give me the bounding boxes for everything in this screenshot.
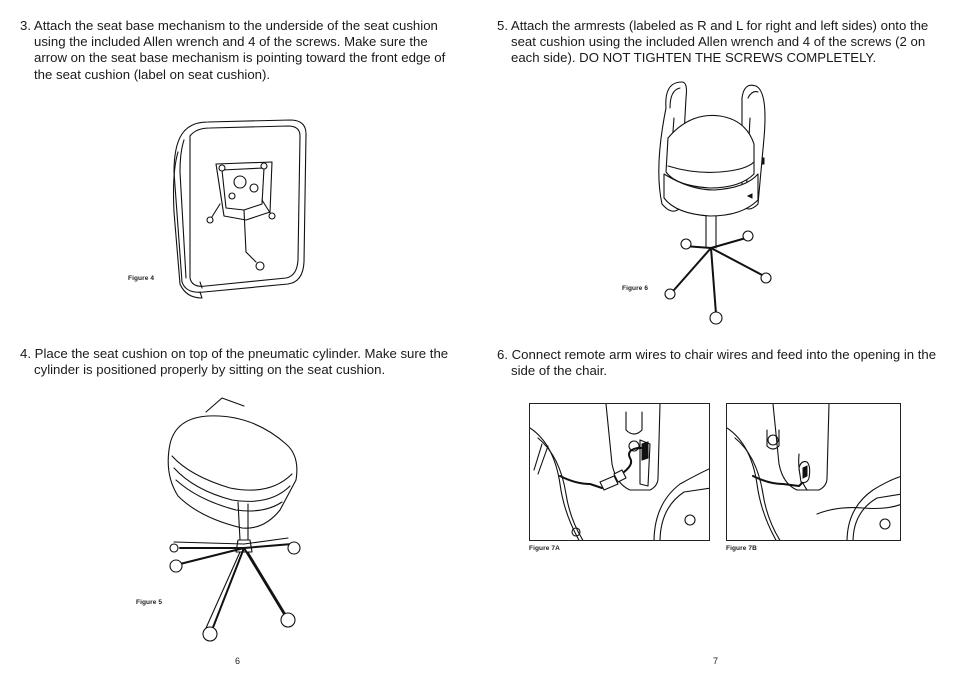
figure-5-seat-on-base-illustration bbox=[160, 392, 310, 644]
step-3-instruction: 3. Attach the seat base mechanism to the… bbox=[20, 18, 446, 82]
step-6-instruction: 6. Connect remote arm wires to chair wir… bbox=[497, 347, 937, 379]
figure-5-caption: Figure 5 bbox=[136, 599, 163, 606]
figure-7b-panel bbox=[726, 403, 901, 541]
page-number-left: 6 bbox=[235, 656, 241, 666]
step-5-instruction: 5. Attach the armrests (labeled as R and… bbox=[497, 18, 929, 66]
figure-7b-caption: Figure 7B bbox=[726, 545, 757, 552]
figure-7a-caption: Figure 7A bbox=[529, 545, 560, 552]
figure-7b-wire-fed-illustration bbox=[727, 404, 901, 541]
page-number-right: 7 bbox=[713, 656, 719, 666]
figure-6-chair-armrests-illustration bbox=[650, 78, 776, 328]
figure-4-seat-base-illustration bbox=[160, 112, 310, 302]
figure-7a-panel bbox=[529, 403, 710, 541]
figure-6-caption: Figure 6 bbox=[622, 285, 649, 292]
figure-7a-wire-connection-illustration bbox=[530, 404, 710, 541]
figure-4-caption: Figure 4 bbox=[128, 275, 155, 282]
step-4-instruction: 4. Place the seat cushion on top of the … bbox=[20, 346, 449, 378]
